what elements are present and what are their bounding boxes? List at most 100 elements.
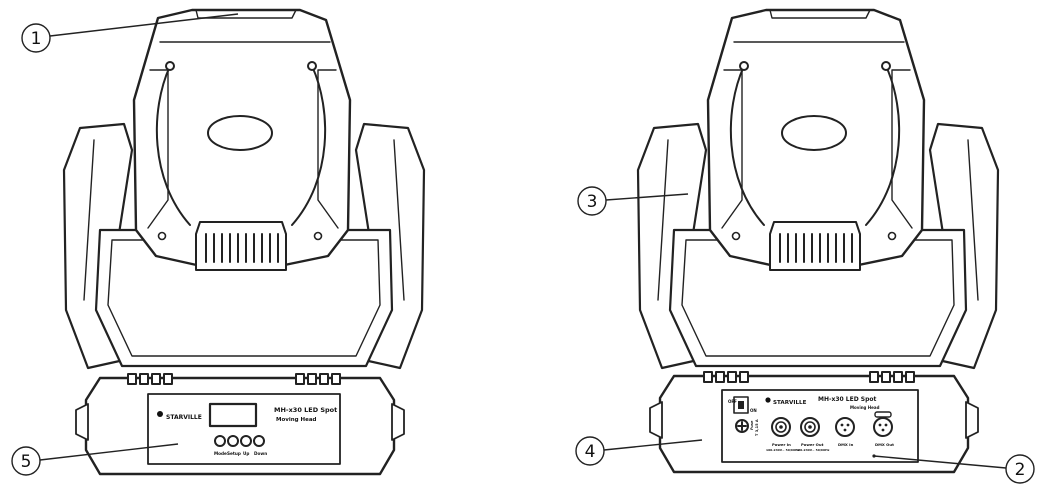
- callout-4: 4: [575, 436, 703, 466]
- switch-on-label: ON: [750, 408, 757, 413]
- mode-button[interactable]: [214, 435, 226, 447]
- power-in-rating: 100-240V~ 50/60Hz: [766, 448, 800, 452]
- dmx-in-ring: [835, 417, 855, 437]
- front-head-top: [159, 9, 331, 43]
- dmx-in-pin-1: [840, 423, 844, 427]
- rear-brand: STARVILLE: [773, 400, 807, 406]
- fuse-rating: T 3,15 A: [755, 419, 759, 436]
- rear-head-top: [733, 9, 905, 43]
- mode-button-label: Mode: [214, 451, 227, 456]
- dmx-out-pin-1: [878, 423, 882, 427]
- callout-4-leader: [603, 439, 703, 451]
- rear-unit: OFF ON Fuse T 3,15 A STARVILLE MH-x30 LE…: [636, 8, 1000, 474]
- front-oval-badge: [207, 115, 273, 151]
- front-grill: [195, 221, 287, 271]
- rear-logo-star-icon: [765, 397, 771, 403]
- callout-5-circle: [11, 446, 41, 476]
- dmx-in-label: DMX In: [838, 442, 854, 447]
- rear-handle-pin-left: [739, 61, 749, 71]
- callout-4-number: 4: [585, 442, 596, 462]
- callout-5-number: 5: [21, 452, 32, 472]
- front-brand: STARVILLE: [166, 414, 202, 421]
- front-yoke-base: [94, 228, 394, 368]
- callout-2-circle: [1005, 454, 1035, 484]
- front-grill-fins: [205, 233, 279, 263]
- power-switch-rocker: [738, 401, 744, 409]
- setup-button[interactable]: [227, 435, 239, 447]
- down-button-label: Down: [254, 451, 267, 456]
- rear-grill: [769, 221, 861, 271]
- callout-1: 1: [21, 13, 239, 53]
- dmx-in-pin-3: [843, 428, 847, 432]
- front-logo-star-icon: [157, 411, 163, 417]
- rear-subtitle: Moving Head: [850, 405, 880, 410]
- power-out-label: Power Out: [801, 442, 824, 447]
- power-in-connector[interactable]: [771, 417, 791, 437]
- callout-3: 3: [577, 186, 689, 216]
- dmx-out-latch: [874, 411, 892, 418]
- front-yoke-inner: [83, 139, 405, 301]
- rear-yoke-inner: [657, 139, 979, 301]
- callout-5-leader: [39, 443, 179, 461]
- callout-2-leader: [873, 455, 1007, 469]
- power-out-rating: 100-240V~ 50/60Hz: [796, 448, 830, 452]
- callout-2-number: 2: [1015, 460, 1026, 480]
- dmx-out-pin-3: [881, 428, 885, 432]
- callout-4-circle: [575, 436, 605, 466]
- callout-5: 5: [11, 443, 179, 476]
- dmx-in-pin-2: [846, 423, 850, 427]
- front-model: MH-x30 LED Spot: [274, 406, 337, 414]
- callout-3-leader: [605, 193, 689, 201]
- front-handle-left: [155, 65, 191, 226]
- power-in-label: Power In: [772, 442, 791, 447]
- front-handle-pin-left: [165, 61, 175, 71]
- rear-screw-right: [887, 231, 897, 241]
- rear-base-foot-left: [649, 401, 663, 439]
- front-base-foot-left: [75, 403, 89, 441]
- dmx-out-connector[interactable]: [873, 411, 893, 437]
- rear-oval-badge: [781, 115, 847, 151]
- rear-yoke-base: [668, 228, 968, 368]
- callout-2-dot: [872, 454, 876, 458]
- front-head-inner: [147, 69, 339, 229]
- front-subtitle: Moving Head: [276, 417, 317, 423]
- up-button[interactable]: [240, 435, 252, 447]
- down-button[interactable]: [253, 435, 265, 447]
- power-out-pin: [808, 425, 812, 429]
- switch-off-label: OFF: [728, 399, 737, 404]
- rear-model: MH-x30 LED Spot: [818, 396, 877, 403]
- rear-head-inner: [721, 69, 913, 229]
- callout-1-number: 1: [31, 29, 42, 49]
- front-unit: STARVILLE MH-x30 LED Spot Moving Head Mo…: [62, 8, 426, 476]
- dmx-out-ring: [873, 417, 893, 437]
- power-in-pin: [779, 425, 783, 429]
- setup-button-label: Setup: [227, 451, 241, 456]
- front-handle-right: [291, 65, 327, 226]
- rear-yoke-base-inner: [681, 239, 955, 357]
- fuse-label: Fuse: [750, 420, 754, 430]
- front-screw-left: [157, 231, 167, 241]
- rear-handle-right: [865, 65, 901, 226]
- rear-grill-fins: [779, 233, 853, 263]
- dmx-in-connector[interactable]: [835, 417, 855, 437]
- callout-3-number: 3: [587, 192, 598, 212]
- up-button-label: Up: [243, 451, 249, 456]
- front-buttons: Mode Setup Up Down: [214, 435, 267, 456]
- front-yoke-base-inner: [107, 239, 381, 357]
- callout-3-circle: [577, 186, 607, 216]
- dmx-out-label: DMX Out: [875, 442, 894, 447]
- rear-handle-pin-right: [881, 61, 891, 71]
- front-screw-right: [313, 231, 323, 241]
- callout-1-leader: [49, 13, 239, 37]
- front-base-vents: [127, 373, 341, 385]
- callout-1-circle: [21, 23, 51, 53]
- power-out-connector[interactable]: [800, 417, 820, 437]
- rear-handle-left: [729, 65, 765, 226]
- dmx-out-pin-2: [884, 423, 888, 427]
- front-handle-pin-right: [307, 61, 317, 71]
- rear-base-foot-right: [965, 401, 979, 439]
- rear-screw-left: [731, 231, 741, 241]
- callout-2: 2: [872, 454, 1035, 484]
